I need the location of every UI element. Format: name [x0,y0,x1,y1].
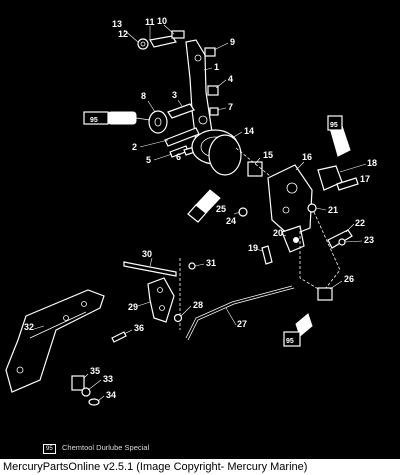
shaft-3 [167,103,195,119]
callout-7: 7 [228,102,233,112]
callout-18: 18 [367,158,377,168]
lever-29 [147,277,175,323]
grease-tube-mid [187,189,221,223]
callout-32: 32 [24,322,34,332]
callout-23: 23 [364,235,374,245]
callout-13: 13 [112,19,122,29]
tube-label-right: 95 [330,122,338,129]
copyright-footer: MercuryPartsOnline v2.5.1 (Image Copyrig… [0,459,400,475]
washer-7 [209,107,219,116]
base-plate-32 [5,289,105,393]
shaft-2 [164,127,200,147]
callout-26: 26 [344,274,354,284]
nut-21 [307,203,317,213]
nut-28 [173,313,183,323]
callout-28: 28 [193,300,203,310]
cam-plate-16 [267,164,313,237]
callout-2: 2 [132,142,137,152]
callout-34: 34 [106,390,116,400]
callout-8: 8 [141,91,146,101]
bolt-19 [261,245,273,265]
callout-15: 15 [263,150,273,160]
tube-label-upper: 95 [90,117,98,124]
tube-label-lower: 95 [286,338,294,345]
screw-23 [338,238,346,246]
bracket-33-35 [71,375,91,397]
bracket-22 [327,229,353,249]
callout-4: 4 [228,74,233,84]
callout-9: 9 [230,37,235,47]
screw-10-assembly [137,30,185,50]
bolt-17 [336,177,359,191]
washer-34 [88,398,100,406]
callout-29: 29 [128,302,138,312]
callout-27: 27 [237,319,247,329]
callout-12: 12 [118,29,128,39]
tube-labels: 95 95 95 [90,117,338,345]
callout-labels: 13 12 11 10 9 1 4 8 3 7 14 2 5 6 15 16 1… [24,16,377,400]
callout-16: 16 [302,152,312,162]
lubricant-legend: 95 Chemtool Durlube Special [0,441,400,457]
callout-24: 24 [226,216,236,226]
clip-31 [188,262,196,270]
rod-30 [123,261,177,277]
lubricant-badge: 95 [43,444,56,454]
callout-31: 31 [206,258,216,268]
callout-5: 5 [146,155,151,165]
callout-17: 17 [360,174,370,184]
callout-33: 33 [103,374,113,384]
leader-lines [33,24,367,402]
callout-1: 1 [214,62,219,72]
callout-19: 19 [248,243,258,253]
lubricant-legend-text: Chemtool Durlube Special [62,443,150,452]
grease-tube-right [327,115,351,157]
bushing-8 [148,110,168,134]
spacer-15 [247,161,263,177]
nut-9 [204,47,216,57]
grease-tube-lower [283,313,313,347]
callout-36: 36 [134,323,144,333]
callout-25: 25 [216,204,226,214]
screw-36 [111,331,127,343]
callout-3: 3 [172,90,177,100]
nut-24-25 [238,207,248,217]
ball-joint-26 [317,287,333,301]
callout-10: 10 [157,16,167,26]
callout-30: 30 [142,249,152,259]
callout-22: 22 [355,218,365,228]
callout-21: 21 [328,205,338,215]
lever-20 [281,225,305,253]
grease-tube-upper [83,111,151,125]
spring-4 [207,85,219,96]
parts-diagram: 13 12 11 10 9 1 4 8 3 7 14 2 5 6 15 16 1… [5,16,377,406]
callout-20: 20 [273,228,283,238]
friction-ring-14 [191,129,242,176]
callout-35: 35 [90,366,100,376]
cable-27 [185,285,295,341]
callout-14: 14 [244,126,254,136]
callout-6: 6 [176,152,181,162]
callout-11: 11 [145,17,155,27]
